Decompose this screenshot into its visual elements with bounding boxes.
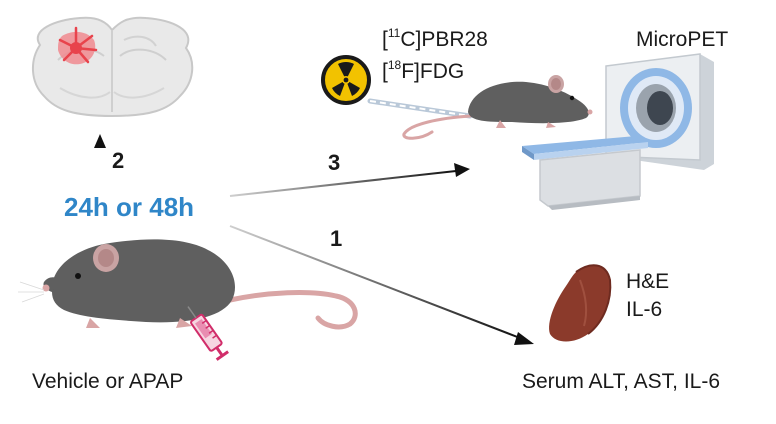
mouse-icon: [402, 75, 593, 140]
iv-line: [367, 98, 473, 119]
arrow-step-2: [94, 134, 106, 178]
scanner-label: MicroPET: [636, 28, 729, 51]
step-3-label: 3: [328, 150, 341, 175]
brain-section-icon: [32, 16, 194, 118]
radiation-icon: [321, 55, 371, 105]
mouse-icon: [18, 239, 358, 330]
serum-markers-label: Serum ALT, AST, IL-6: [522, 370, 721, 393]
tracer-pbr28-label: [11C]PBR28: [382, 26, 488, 51]
treatment-label: Vehicle or APAP: [32, 370, 184, 393]
step-2-label: 2: [112, 148, 125, 173]
time-point-label: 24h or 48h: [64, 192, 195, 222]
liver-histology-label: H&E: [626, 270, 670, 293]
step-1-label: 1: [330, 226, 343, 251]
arrow-step-1: [229, 225, 534, 345]
micropet-scanner-icon: [522, 53, 714, 210]
liver-il6-label: IL-6: [626, 298, 663, 321]
tracer-fdg-label: [18F]FDG: [382, 58, 465, 83]
arrow-step-3: [229, 163, 470, 197]
syringe-icon: [187, 306, 229, 361]
liver-icon: [549, 264, 612, 342]
